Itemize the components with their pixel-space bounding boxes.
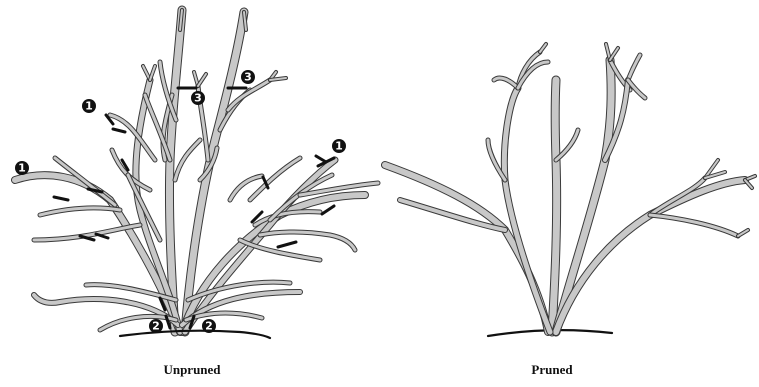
pruned-branch-fill: [504, 88, 550, 332]
unpruned-branch: [260, 232, 355, 250]
svg-text:2: 2: [205, 320, 213, 333]
unpruned-branch: [230, 176, 262, 200]
marker-2-left: 2: [149, 319, 163, 333]
unpruned-branch-fill: [198, 74, 206, 86]
marker-2-right: 2: [202, 319, 216, 333]
unpruned-ground: [120, 331, 270, 338]
pruned-branch: [556, 180, 745, 332]
cut-mark: [113, 129, 125, 132]
pruned-branch: [650, 215, 738, 236]
marker-3-right: 3: [241, 70, 255, 84]
cut-mark: [278, 242, 296, 247]
cut-mark: [322, 206, 334, 214]
svg-text:2: 2: [152, 320, 160, 333]
pruned-branch-fill: [628, 55, 640, 80]
svg-text:3: 3: [194, 92, 202, 105]
unpruned-branch: [175, 140, 200, 180]
pruned-tree: [385, 44, 755, 332]
marker-1-left-lower: 1: [15, 161, 29, 175]
svg-text:1: 1: [335, 140, 343, 153]
caption-pruned: Pruned: [472, 362, 632, 378]
cut-mark: [96, 234, 108, 238]
marker-3-left: 3: [191, 91, 205, 105]
pruned-branch-fill: [494, 78, 518, 88]
pruned-branch-fill: [556, 60, 611, 332]
svg-text:1: 1: [18, 162, 26, 175]
unpruned-branch-fill: [100, 316, 176, 330]
svg-text:1: 1: [85, 100, 93, 113]
caption-unpruned: Unpruned: [112, 362, 272, 378]
cut-mark: [54, 197, 68, 200]
unpruned-tree: [15, 10, 378, 332]
marker-1-left-upper: 1: [82, 99, 96, 113]
unpruned-branch: [110, 115, 155, 160]
marker-1-right: 1: [332, 139, 346, 153]
svg-text:3: 3: [244, 71, 252, 84]
pruned-branch-fill: [556, 180, 745, 332]
